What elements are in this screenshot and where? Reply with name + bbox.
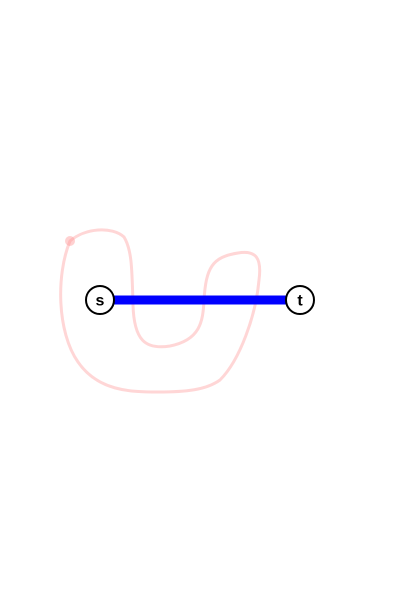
curve-start-dot (65, 236, 75, 246)
loop-curve (59, 228, 262, 394)
node-s-label: s (96, 293, 105, 310)
node-s[interactable]: s (85, 285, 115, 315)
node-s-circle (85, 285, 115, 315)
node-t[interactable]: t (285, 285, 315, 315)
node-t-label: t (297, 293, 303, 310)
node-t-circle (285, 285, 315, 315)
